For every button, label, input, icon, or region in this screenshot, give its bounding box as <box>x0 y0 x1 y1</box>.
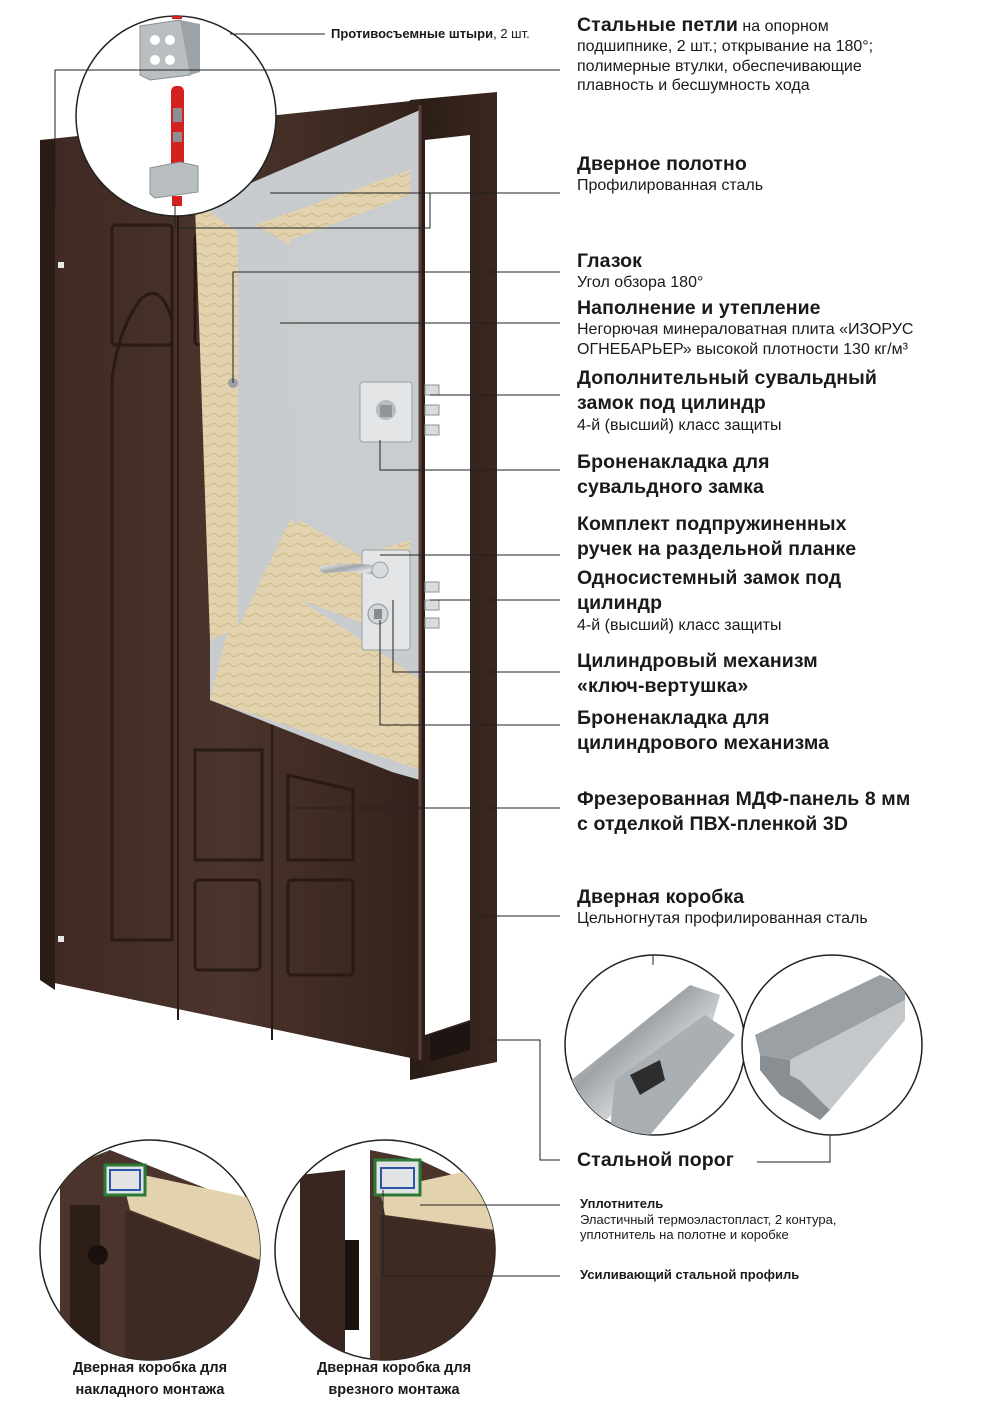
hinges-line-4: плавность и бесшумность хода <box>577 76 810 94</box>
handles-title-2: ручек на раздельной планке <box>577 538 857 561</box>
lever-plate-title-1: Броненакладка для <box>577 451 770 473</box>
main-lock-callout: Односистемный замок под цилиндр 4-й (выс… <box>577 567 841 635</box>
cyl-plate-title-1: Броненакладка для <box>577 707 770 729</box>
threshold-callout: Стальной порог <box>577 1149 734 1172</box>
main-lock-title-2: цилиндр <box>577 592 663 615</box>
seal-sub-2: уплотнитель на полотне и коробке <box>580 1227 789 1243</box>
pin-cap <box>172 16 182 19</box>
hinges-title: Стальные петли <box>577 14 738 36</box>
cyl-plate-callout: Броненакладка для цилиндрового механизма <box>577 707 829 756</box>
filling-sub-2: ОГНЕБАРЬЕР» высокой плотности 130 кг/м³ <box>577 340 908 358</box>
overlay-frame-caption: Дверная коробка для накладного монтажа <box>30 1358 270 1402</box>
frame-title: Дверная коробка <box>577 886 745 908</box>
mdf-callout: Фрезерованная МДФ-панель 8 мм с отделкой… <box>577 788 910 837</box>
extra-lock-title-1: Дополнительный сувальдный <box>577 367 877 389</box>
door-leaf-callout: Дверное полотно Профилированная сталь <box>577 153 763 196</box>
extra-lock-title-2: замок под цилиндр <box>577 392 766 415</box>
cylinder-title-1: Цилиндровый механизм <box>577 650 818 672</box>
pins-label: Противосъемные штыри, 2 шт. <box>331 26 530 42</box>
mortise-caption-line-1: Дверная коробка для <box>316 1360 472 1376</box>
door-leaf-sub: Профилированная сталь <box>577 177 764 195</box>
frame-sub: Цельногнутая профилированная сталь <box>577 910 868 928</box>
mortise-caption-line-2: врезного монтажа <box>328 1381 460 1398</box>
profile-title: Усиливающий стальной профиль <box>580 1267 800 1282</box>
extra-lock-callout: Дополнительный сувальдный замок под цили… <box>577 367 877 435</box>
overlay-caption-line-1: Дверная коробка для <box>72 1360 228 1376</box>
profile-callout: Усиливающий стальной профиль <box>580 1267 799 1283</box>
seal-title: Уплотнитель <box>580 1196 664 1211</box>
seal-callout: Уплотнитель Эластичный термоэластопласт,… <box>580 1196 836 1243</box>
lever-plate-title-2: сувальдного замка <box>577 476 764 499</box>
pins-label-bold: Противосъемные штыри <box>331 26 494 41</box>
threshold-title: Стальной порог <box>577 1149 734 1171</box>
door-handle <box>319 564 378 576</box>
mdf-title-2: с отделкой ПВХ-пленкой 3D <box>577 813 849 836</box>
peephole-sub: Угол обзора 180° <box>577 274 704 292</box>
filling-title: Наполнение и утепление <box>577 297 821 319</box>
handles-callout: Комплект подпружиненных ручек на раздель… <box>577 513 856 562</box>
lever-plate-callout: Броненакладка для сувальдного замка <box>577 451 770 500</box>
mdf-title-1: Фрезерованная МДФ-панель 8 мм <box>577 788 911 810</box>
filling-callout: Наполнение и утепление Негорючая минерал… <box>577 297 913 359</box>
filling-sub-1: Негорючая минераловатная плита «ИЗОРУС <box>577 321 914 339</box>
mortise-frame-caption: Дверная коробка для врезного монтажа <box>274 1358 514 1402</box>
peephole-title: Глазок <box>577 250 643 272</box>
hinges-line-2: подшипнике, 2 шт.; открывание на 180°; <box>577 38 874 56</box>
handles-title-1: Комплект подпружиненных <box>577 513 847 535</box>
main-lock-sub: 4-й (высший) класс защиты <box>577 616 782 634</box>
overlay-caption-line-2: накладного монтажа <box>75 1381 225 1398</box>
cylinder-title-2: «ключ-вертушка» <box>577 675 749 698</box>
hinges-line-3: полимерные втулки, обеспечивающие <box>577 57 862 75</box>
hinges-line-1: на опорном <box>737 18 829 35</box>
main-lock-title-1: Односистемный замок под <box>577 567 842 589</box>
pins-label-rest: , 2 шт. <box>493 26 530 41</box>
door-leaf-title: Дверное полотно <box>577 153 747 175</box>
extra-lock-sub: 4-й (высший) класс защиты <box>577 416 782 434</box>
cylinder-callout: Цилиндровый механизм «ключ-вертушка» <box>577 650 818 699</box>
cyl-plate-title-2: цилиндрового механизма <box>577 732 830 755</box>
peephole-callout: Глазок Угол обзора 180° <box>577 250 703 293</box>
seal-sub-1: Эластичный термоэластопласт, 2 контура, <box>580 1211 837 1227</box>
leader-lines <box>54 33 831 1277</box>
hinges-callout: Стальные петли на опорном подшипнике, 2 … <box>577 14 873 95</box>
frame-callout: Дверная коробка Цельногнутая профилирова… <box>577 886 868 929</box>
